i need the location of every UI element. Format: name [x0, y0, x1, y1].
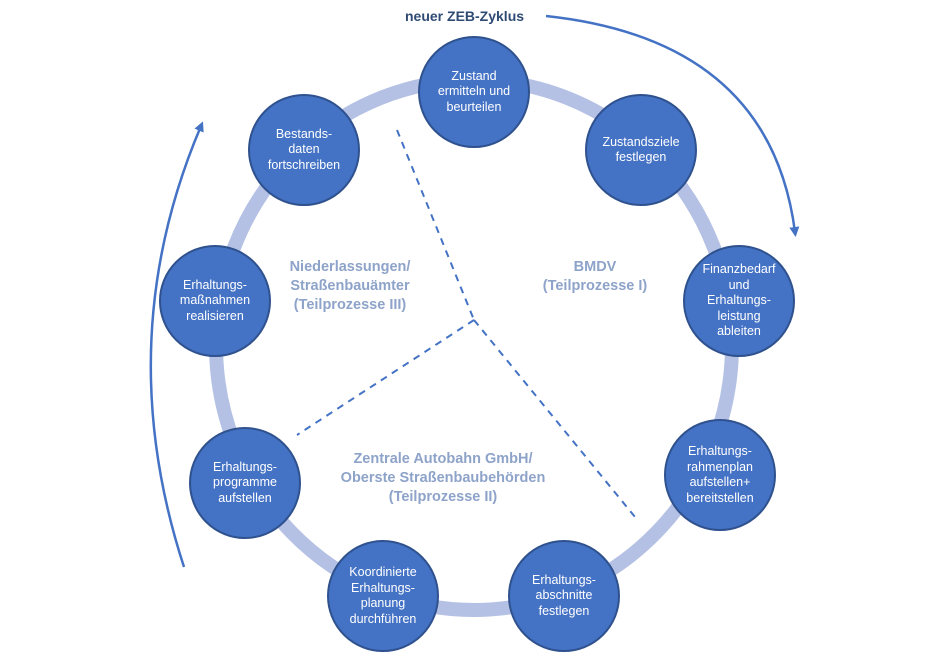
node-koordinierte-planung: Koordinierte Erhaltungs- planung durchfü…: [327, 540, 439, 652]
node-abschnitte: Erhaltungs- abschnitte festlegen: [508, 540, 620, 652]
node-label: Zustandsziele festlegen: [602, 134, 680, 165]
node-label: Erhaltungs- maßnahmen realisieren: [179, 277, 251, 323]
region-bmdv: BMDV (Teilprozesse I): [542, 259, 648, 294]
node-massnahmen: Erhaltungs- maßnahmen realisieren: [159, 245, 271, 357]
node-programme: Erhaltungs- programme aufstellen: [189, 427, 301, 539]
node-finanzbedarf: Finanzbedarf und Erhaltungs- leistung ab…: [683, 245, 795, 357]
divider-line-left: [296, 319, 475, 436]
cycle-arrow-right: [545, 14, 800, 237]
node-label: Erhaltungs- rahmenplan aufstellen+ berei…: [686, 444, 754, 505]
node-label: Bestands- daten fortschreiben: [267, 126, 341, 172]
node-label: Zustand ermitteln und beurteilen: [437, 68, 511, 114]
node-zustand-ermitteln: Zustand ermitteln und beurteilen: [418, 36, 530, 148]
node-rahmenplan: Erhaltungs- rahmenplan aufstellen+ berei…: [664, 419, 776, 531]
node-label: Finanzbedarf und Erhaltungs- leistung ab…: [702, 262, 776, 339]
divider-line-upper: [396, 129, 475, 321]
cycle-title: neuer ZEB-Zyklus: [405, 8, 525, 24]
cycle-arrow-left: [149, 121, 204, 568]
region-autobahn: Zentrale Autobahn GmbH/ Oberste Straßenb…: [340, 451, 546, 505]
node-bestandsdaten: Bestands- daten fortschreiben: [248, 94, 360, 206]
node-label: Erhaltungs- abschnitte festlegen: [532, 572, 596, 618]
node-label: Erhaltungs- programme aufstellen: [213, 459, 277, 505]
region-niederlassungen: Niederlassungen/ Straßenbauämter (Teilpr…: [289, 259, 411, 313]
node-label: Koordinierte Erhaltungs- planung durchfü…: [349, 565, 417, 626]
node-zustandsziele: Zustandsziele festlegen: [585, 94, 697, 206]
divider-line-right: [473, 319, 636, 518]
